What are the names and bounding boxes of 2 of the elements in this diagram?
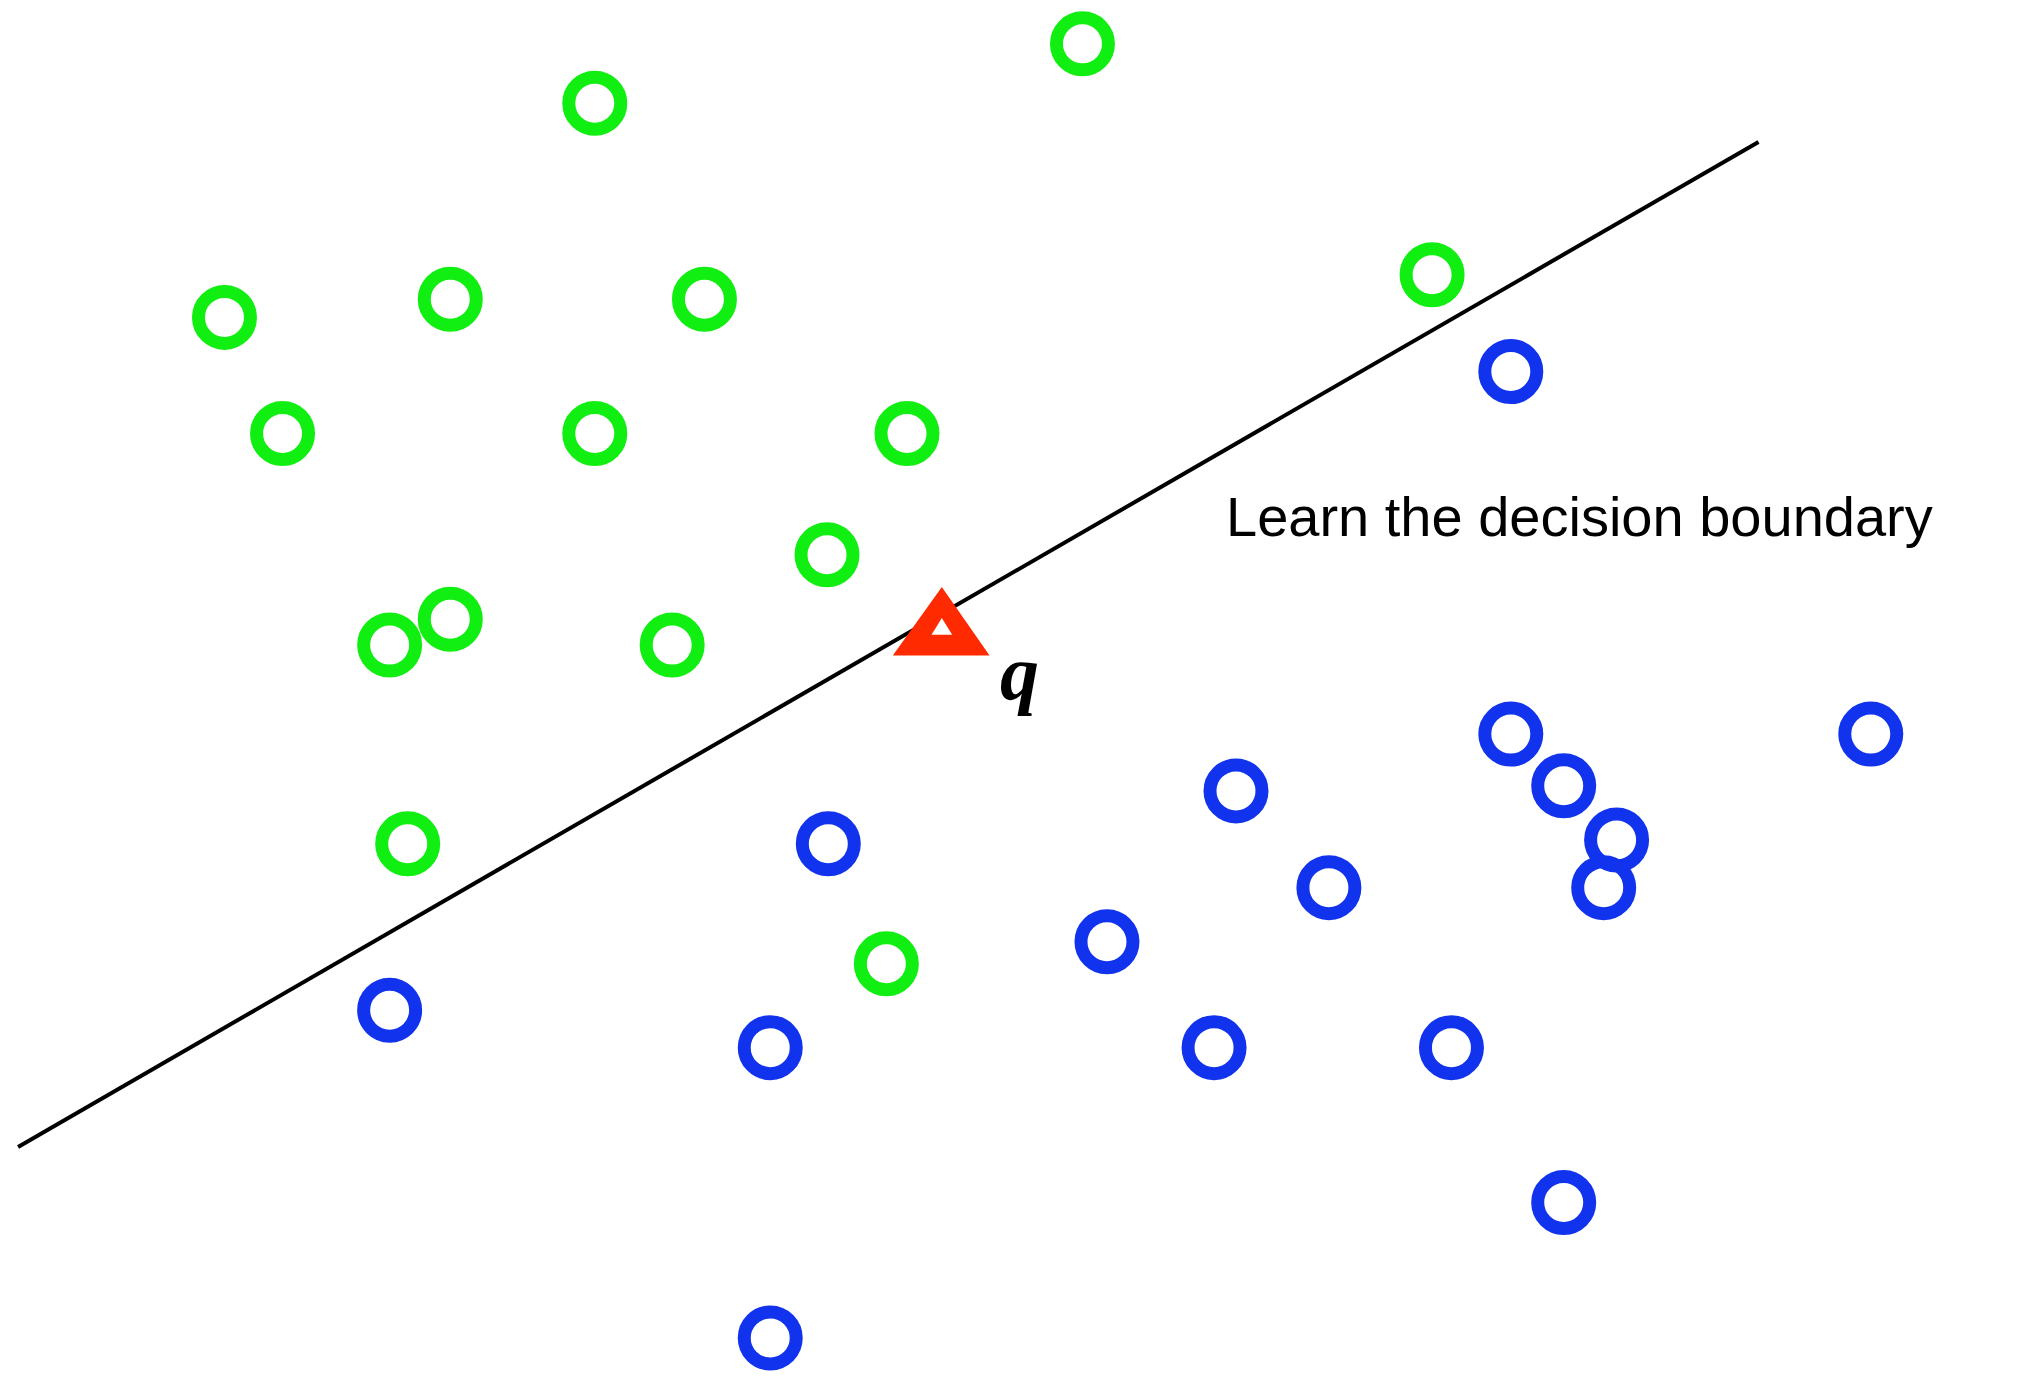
annotation-text: Learn the decision boundary [1226, 484, 1933, 549]
query-label: q [1000, 628, 1039, 718]
